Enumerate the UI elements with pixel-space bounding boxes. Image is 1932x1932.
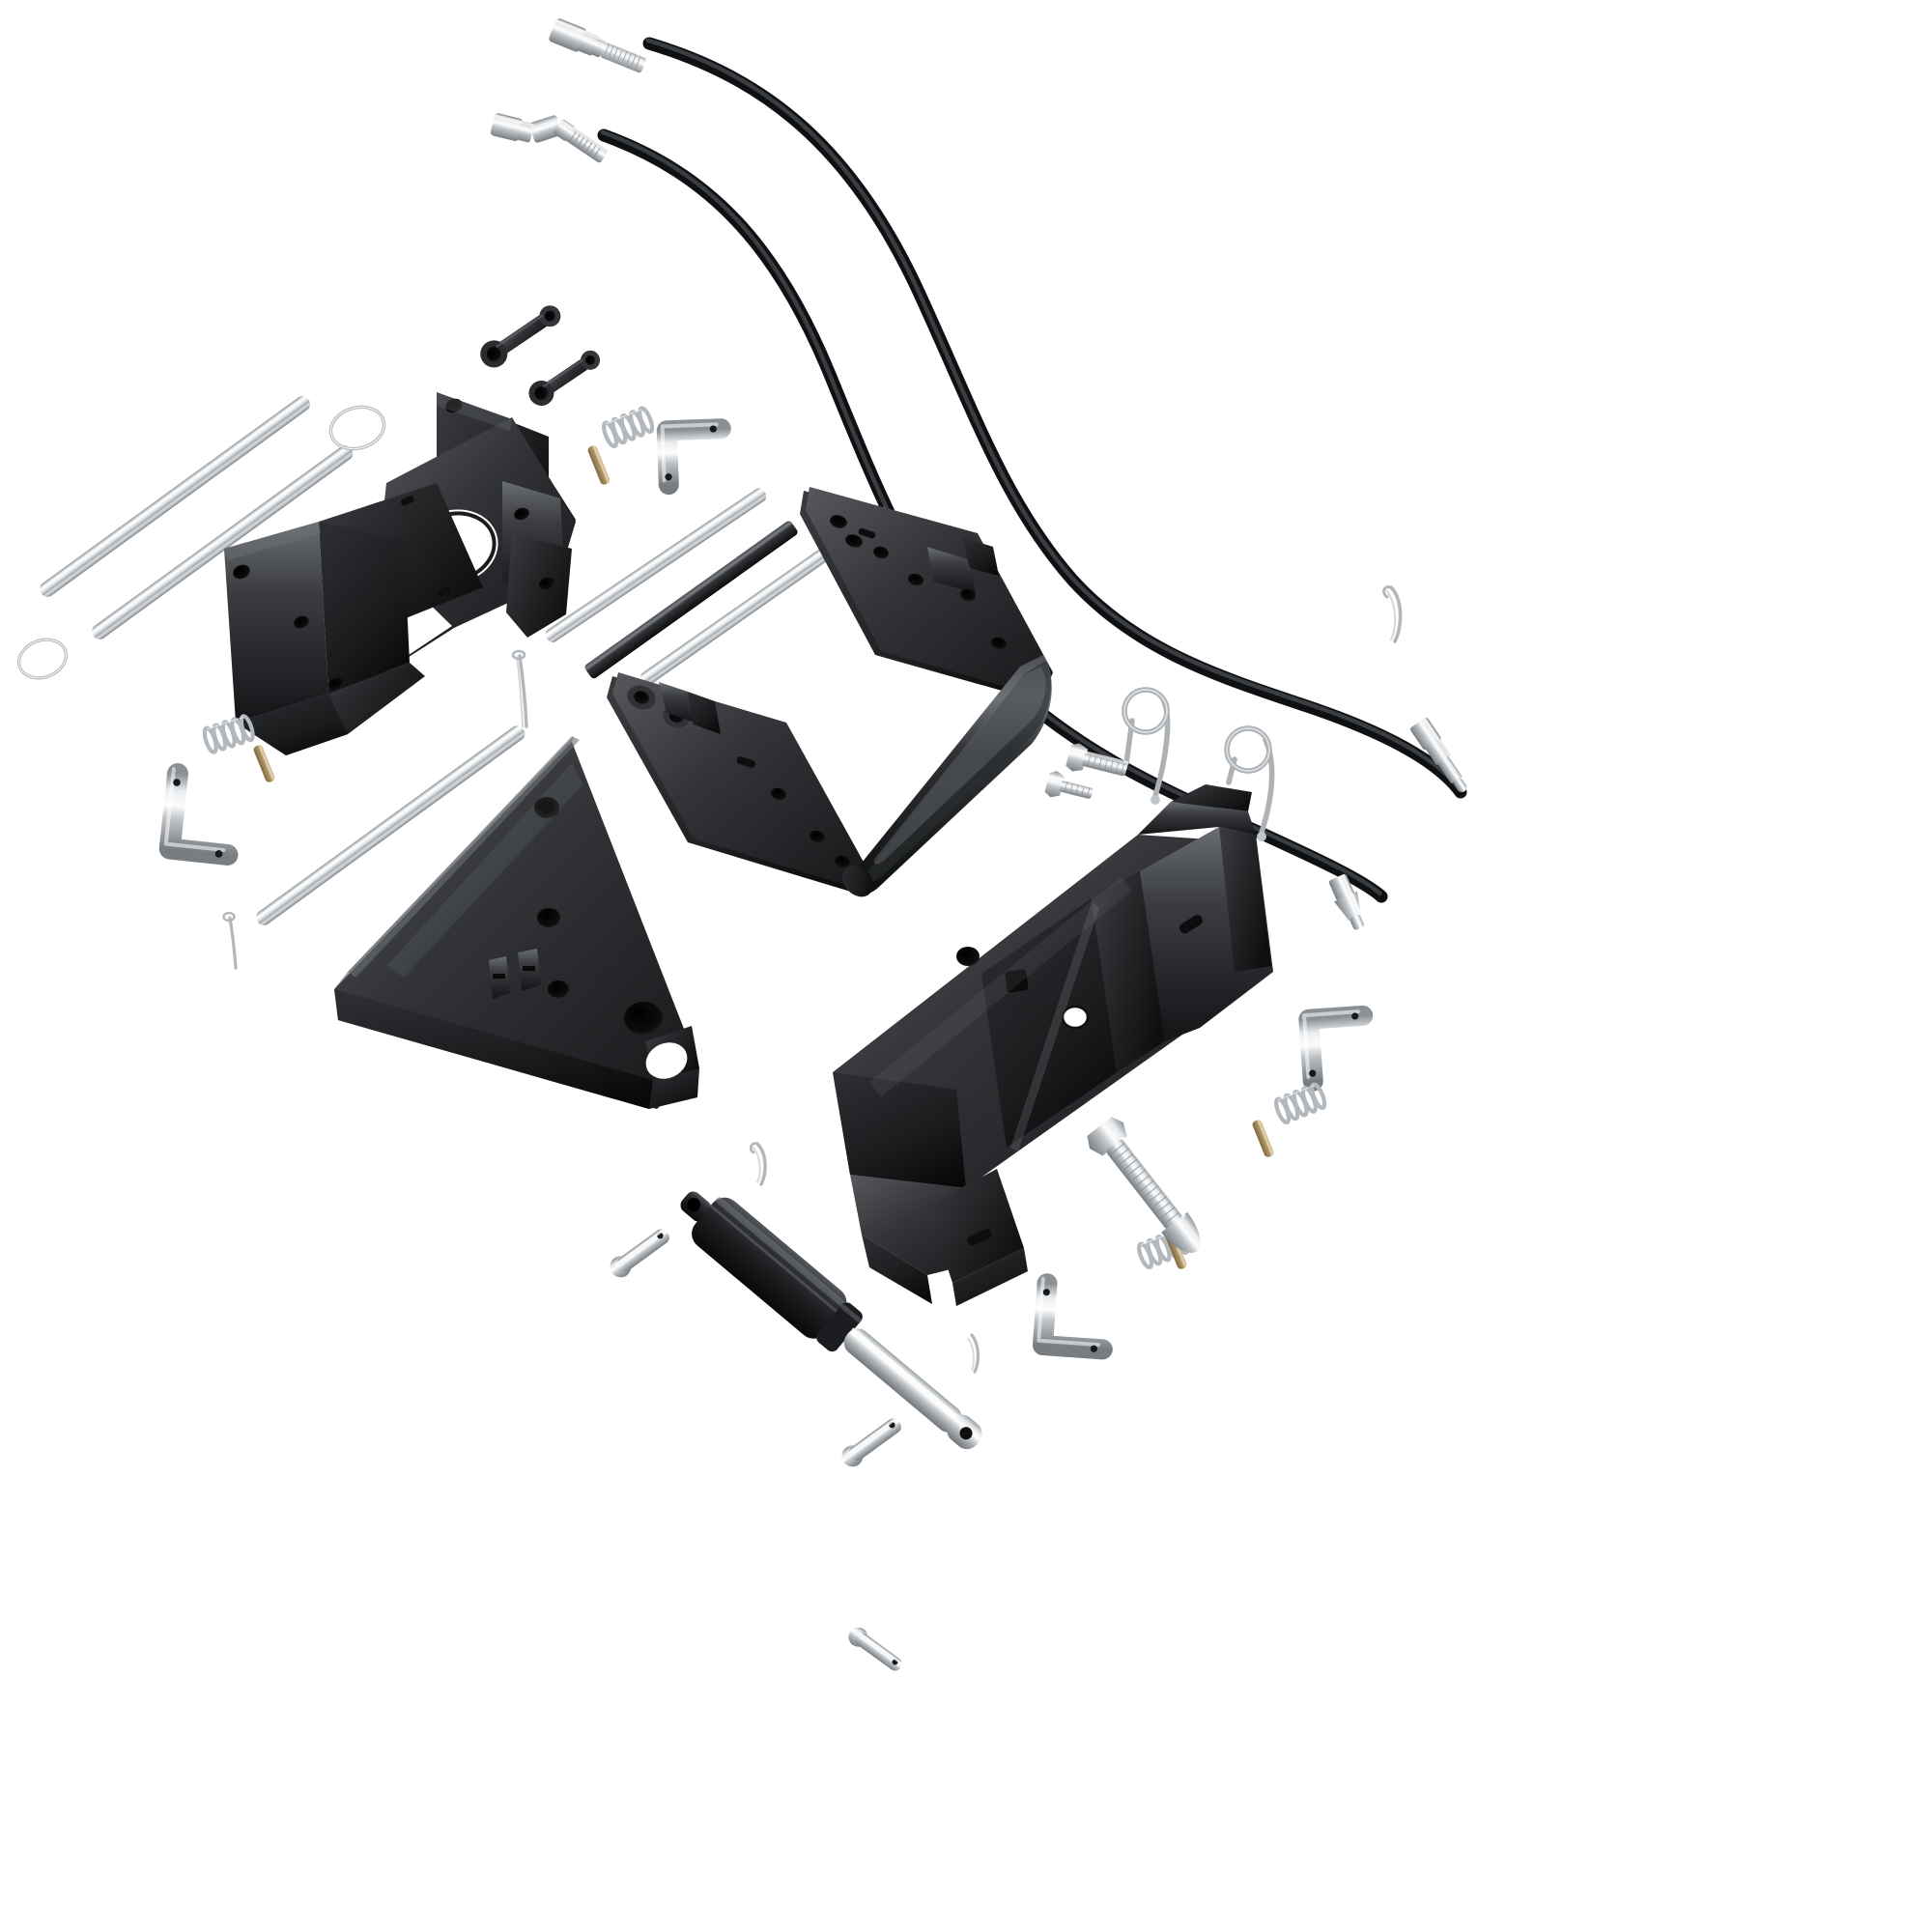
roll-pin-3 [1252, 1119, 1274, 1157]
pivot-link-short [528, 350, 601, 406]
hex-bolt-1 [1065, 743, 1129, 777]
clevis-pin-3 [848, 1627, 904, 1671]
black-rod [584, 521, 798, 679]
compression-spring-3 [1274, 1082, 1327, 1125]
pivot-link-long [480, 305, 561, 368]
hairpin-clip-2 [749, 1142, 767, 1186]
hydraulic-cylinder [680, 1191, 982, 1450]
clevis-pin-2 [841, 1417, 901, 1467]
l-pin-1 [158, 763, 239, 866]
quick-coupler-male [1410, 717, 1472, 793]
l-pin-4 [1033, 1273, 1113, 1360]
roll-pin-2 [253, 744, 275, 782]
hose-fitting-upper [549, 18, 648, 73]
compression-spring-1 [602, 406, 655, 449]
retaining-ring-2 [17, 638, 68, 680]
vehicle-mount-bracket [833, 784, 1273, 1306]
quick-coupler-female [1328, 873, 1367, 930]
receiver-channel-bracket [224, 392, 576, 755]
a-frame-triangle-plate [334, 736, 699, 1109]
carriage-bolt [1087, 1117, 1201, 1253]
torsion-spring-1 [1122, 687, 1171, 805]
retaining-ring-1 [328, 405, 386, 451]
l-pin-2 [656, 418, 731, 496]
push-frame-rectangle [607, 487, 1053, 897]
hairpin-clip-3 [967, 1333, 980, 1374]
compression-spring-2 [202, 714, 255, 754]
torsion-spring-2 [1224, 725, 1275, 841]
clevis-pin-1 [610, 1228, 669, 1278]
roll-pin-1 [587, 444, 611, 485]
hose-fitting-lower [490, 113, 610, 163]
hydraulic-hose-upper [642, 37, 1467, 799]
cotter-pin-1 [511, 649, 528, 728]
cotter-pin-2 [222, 911, 238, 970]
l-pin-3 [1298, 1005, 1374, 1092]
hex-bolt-2 [1044, 771, 1094, 799]
hairpin-clip-1 [1382, 585, 1403, 643]
